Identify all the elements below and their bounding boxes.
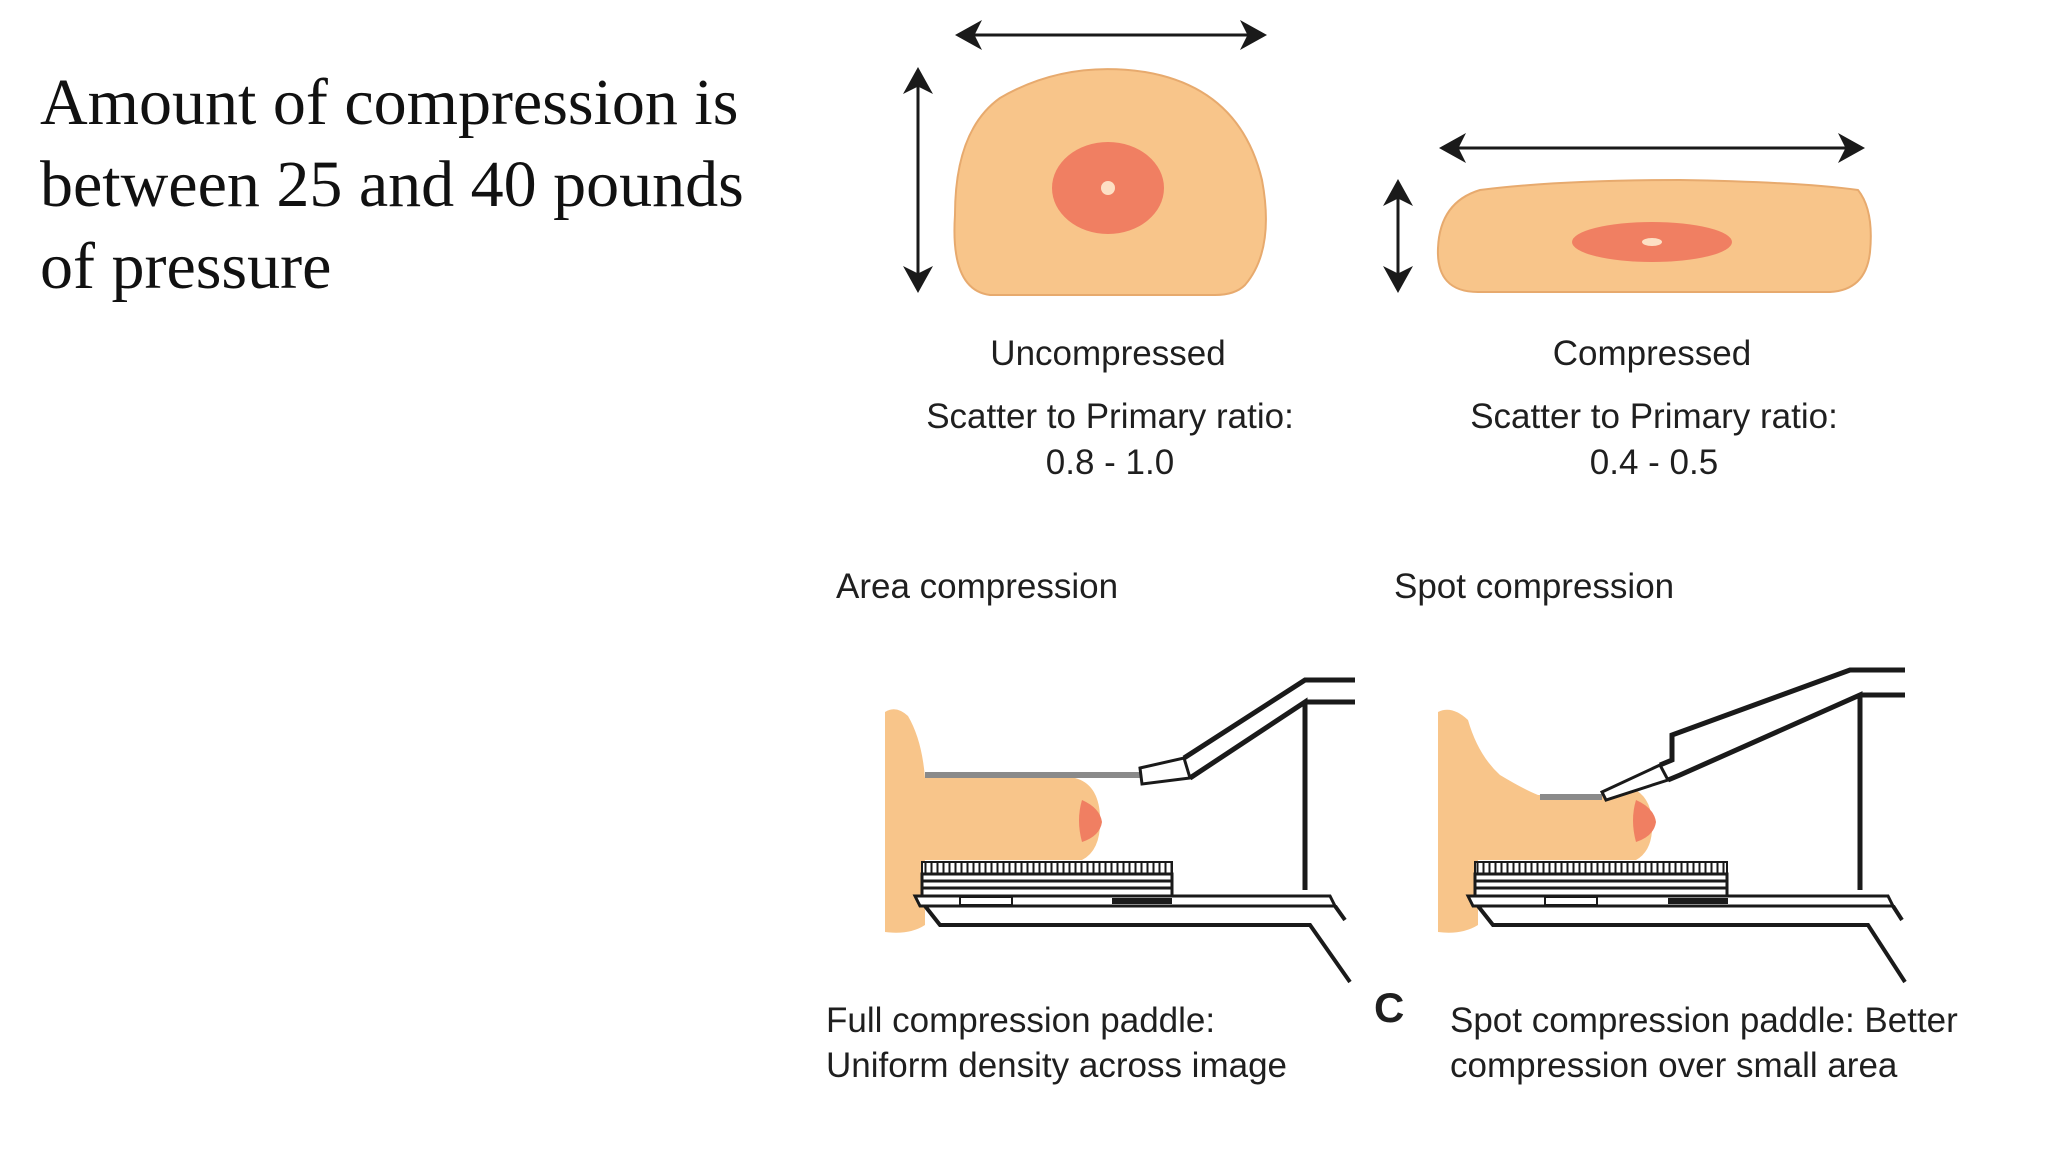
spot-detector-slot: [1544, 896, 1598, 906]
compressed-ratio-label: Scatter to Primary ratio:: [1470, 397, 1838, 436]
area-detector-slot: [959, 896, 1013, 906]
uncompressed-nipple: [1101, 181, 1115, 195]
spot-breast-tissue: [1438, 709, 1653, 933]
slide-text-line-3: of pressure: [40, 230, 332, 303]
compressed-figure: Compressed Scatter to Primary ratio: 0.4…: [1383, 133, 1872, 482]
area-breast-tissue: [885, 709, 1101, 933]
area-gantry-arm: [1182, 677, 1355, 890]
uncompressed-label: Uncompressed: [990, 334, 1225, 373]
area-receptor: [920, 872, 1174, 898]
area-compression-figure: Area compression Full compression paddle…: [826, 567, 1355, 1085]
spot-detector-bar: [1668, 898, 1728, 904]
area-caption-line-1: Full compression paddle:: [826, 1001, 1215, 1040]
uncompressed-ratio-label: Scatter to Primary ratio:: [926, 397, 1294, 436]
spot-nipple: [1633, 800, 1656, 842]
spot-caption-line-2: compression over small area: [1450, 1046, 1898, 1085]
area-detector-bar: [1112, 898, 1172, 904]
slide-text: Amount of compression is between 25 and …: [40, 62, 800, 308]
uncompressed-figure: Uncompressed Scatter to Primary ratio: 0…: [903, 20, 1294, 482]
spot-gantry-arm: [1659, 667, 1905, 890]
spot-caption-line-1: Spot compression paddle: Better: [1450, 1001, 1958, 1040]
uncompressed-ratio-value: 0.8 - 1.0: [1046, 443, 1174, 482]
area-base-support: [923, 904, 1352, 984]
panel-letter: C: [1374, 984, 1404, 1031]
spot-base-support: [1476, 904, 1907, 984]
spot-grid: [1474, 861, 1728, 875]
compressed-ratio-value: 0.4 - 0.5: [1590, 443, 1718, 482]
area-nipple: [1079, 800, 1102, 842]
compressed-nipple: [1642, 238, 1662, 246]
slide-text-line-1: Amount of compression is: [40, 66, 739, 139]
spot-compression-figure: Spot compression Spot compression paddle…: [1394, 567, 1958, 1085]
compressed-label: Compressed: [1553, 334, 1751, 373]
area-caption-line-2: Uniform density across image: [826, 1046, 1287, 1085]
spot-compression-title: Spot compression: [1394, 567, 1674, 606]
area-paddle-arm: [1138, 756, 1192, 786]
slide-text-line-2: between 25 and 40 pounds: [40, 148, 744, 221]
area-compression-title: Area compression: [836, 567, 1118, 606]
area-grid: [921, 861, 1173, 875]
spot-receptor: [1473, 872, 1729, 898]
